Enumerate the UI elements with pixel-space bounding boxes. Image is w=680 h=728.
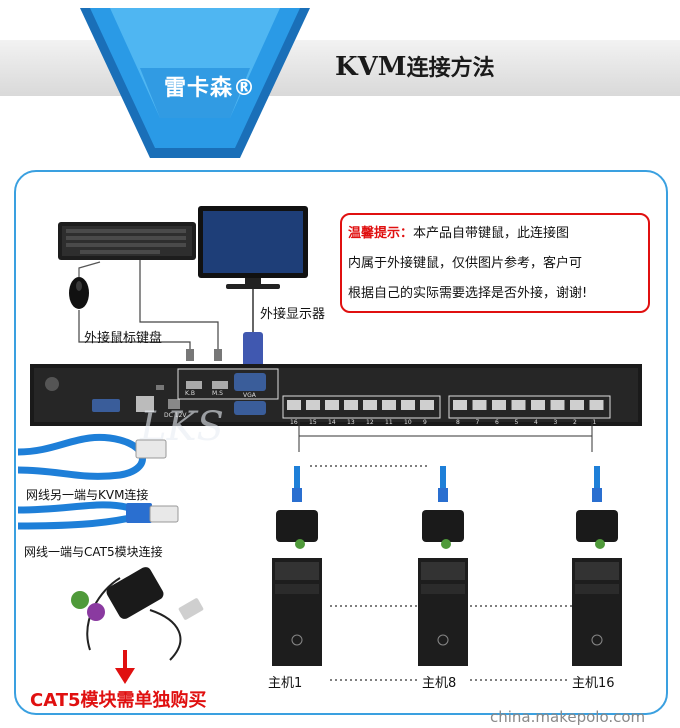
rj45-port <box>570 400 584 410</box>
rj45-port <box>550 400 565 410</box>
port-number: 1 <box>593 419 597 426</box>
network-cable-icon <box>17 433 179 530</box>
panel-label-vga: VGA <box>243 392 256 399</box>
watermark: china.makepolo.com <box>490 708 646 726</box>
rj45-port <box>382 400 396 410</box>
brand-badge <box>80 8 310 158</box>
rj45-port <box>420 400 434 410</box>
tip-line: 本产品自带键鼠，此连接图 <box>413 226 570 241</box>
port-number: 13 <box>347 419 355 426</box>
port-number: 14 <box>328 419 336 426</box>
port-number: 10 <box>404 419 412 426</box>
tip-line: 内属于外接键鼠，仅供图片参考，客户可 <box>348 256 583 271</box>
port-number: 15 <box>309 419 317 426</box>
brand-logo-text: 雷卡森® <box>163 76 256 101</box>
rj45-port <box>325 400 339 410</box>
pc-tower-icon <box>272 466 322 666</box>
title-prefix: KVM <box>335 52 407 82</box>
port-number: 6 <box>495 419 499 426</box>
rj45-port <box>589 400 604 410</box>
port-number: 8 <box>456 419 460 426</box>
pc-tower-icon <box>572 466 622 666</box>
host-label: 主机16 <box>572 676 615 691</box>
label-mouse-keyboard: 外接鼠标键盘 <box>84 331 163 346</box>
host-label: 主机1 <box>268 676 303 691</box>
mouse-icon <box>69 261 101 309</box>
label-cable-to-module: 网线一端与CAT5模块连接 <box>24 545 163 559</box>
rj45-port <box>363 400 377 410</box>
tip-box: 温馨提示：本产品自带键鼠，此连接图 内属于外接键鼠，仅供图片参考，客户可 根据自… <box>340 213 650 313</box>
panel-label-ms: M.S <box>212 390 223 397</box>
rj45-port <box>492 400 506 410</box>
rj45-port <box>306 400 320 410</box>
panel-label-dc: DC 12V <box>164 412 187 419</box>
pc-tower-icon <box>418 466 468 666</box>
tip-heading: 温馨提示： <box>348 226 414 241</box>
port-number: 5 <box>515 419 519 426</box>
port-number: 11 <box>385 419 393 426</box>
cat5-module-icon <box>71 567 204 684</box>
port-number: 3 <box>554 419 558 426</box>
rj45-port <box>453 400 467 410</box>
tip-line: 根据自己的实际需要选择是否外接，谢谢! <box>348 286 588 301</box>
port-number: 2 <box>573 419 577 426</box>
label-monitor: 外接显示器 <box>260 307 326 322</box>
rj45-port <box>531 400 545 410</box>
rj45-port <box>472 400 487 410</box>
rj45-port <box>344 400 358 410</box>
diagram-frame <box>14 170 668 715</box>
port-number: 7 <box>476 419 480 426</box>
label-module-note: CAT5模块需单独购买 <box>30 690 207 711</box>
port-number: 16 <box>290 419 298 426</box>
label-cable-to-kvm: 网线另一端与KVM连接 <box>26 488 149 502</box>
monitor-icon <box>198 206 308 289</box>
port-number: 9 <box>423 419 427 426</box>
title-suffix: 连接方法 <box>406 56 495 81</box>
keyboard-icon <box>58 222 196 260</box>
port-number: 4 <box>534 419 538 426</box>
port-number: 12 <box>366 419 374 426</box>
rj45-port <box>401 400 415 410</box>
rj45-port <box>511 400 526 410</box>
host-label: 主机8 <box>422 676 457 691</box>
panel-label-kb: K.B <box>185 390 195 397</box>
rj45-port <box>287 400 301 410</box>
page-title: KVM连接方法 <box>335 50 495 82</box>
kvm-switch-unit: 16 15 14 13 12 11 10 9 8 7 6 5 4 3 2 1 <box>30 364 642 426</box>
